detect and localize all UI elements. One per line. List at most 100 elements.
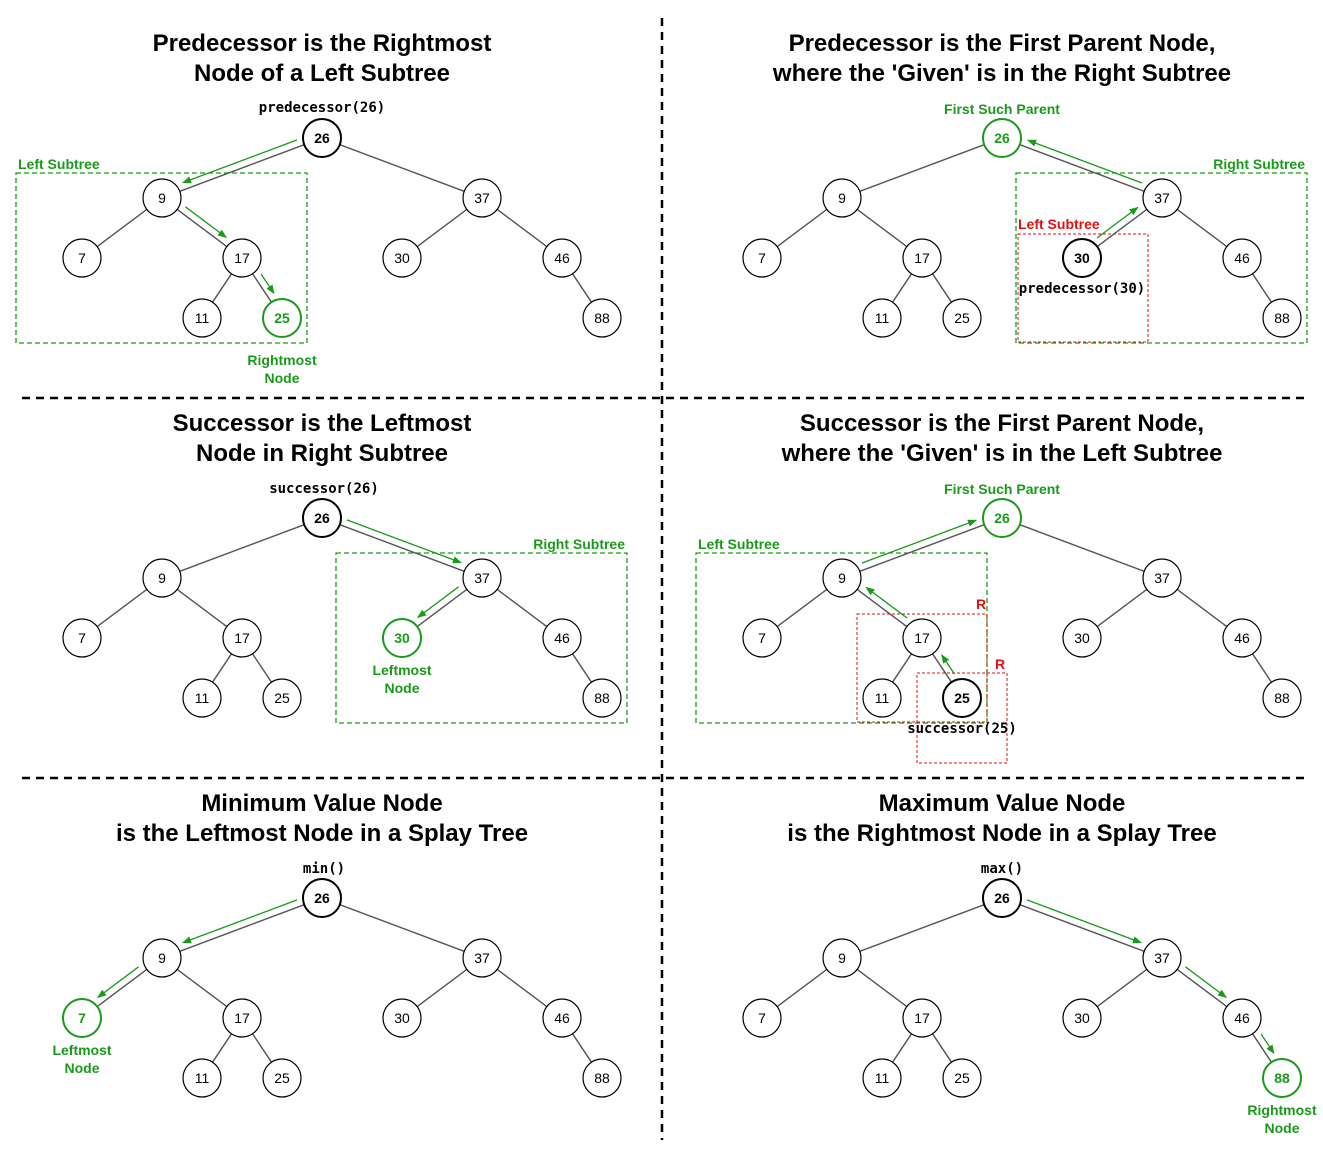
node-9: 9	[142, 938, 182, 978]
edge-26-37	[1019, 144, 1145, 192]
node-7: 7	[62, 998, 102, 1038]
node-value: 37	[1154, 950, 1170, 966]
node-25: 25	[942, 678, 982, 718]
edge-9-7	[776, 588, 828, 628]
node-25: 25	[262, 678, 302, 718]
node-30: 30	[382, 618, 422, 658]
leftmost-caption-line1: Leftmost	[372, 662, 431, 678]
path-arrow-37-30	[417, 586, 459, 618]
node-value: 25	[274, 1070, 290, 1086]
node-value: 88	[1274, 310, 1290, 326]
first-parent-caption: First Such Parent	[944, 481, 1060, 497]
right-subtree-box	[335, 552, 628, 724]
max-call-label: max()	[981, 861, 1023, 877]
node-value: 46	[1234, 250, 1250, 266]
node-circle	[1062, 238, 1102, 278]
title-line-1: Successor is the Leftmost	[172, 410, 472, 437]
edge-37-30	[416, 968, 468, 1008]
right-subtree-box-red-17	[856, 613, 988, 723]
node-11: 11	[862, 678, 902, 718]
node-circle	[1062, 618, 1102, 658]
node-circle	[262, 298, 302, 338]
node-circle	[902, 998, 942, 1038]
leftmost-caption-line2: Node	[385, 680, 420, 696]
edge-26-37	[339, 904, 465, 952]
node-37: 37	[1142, 938, 1182, 978]
edge-37-46	[496, 208, 548, 248]
node-value: 11	[195, 1070, 210, 1086]
title-line-2: where the 'Given' is in the Left Subtree	[781, 440, 1223, 467]
node-circle	[1222, 618, 1262, 658]
panel-title-predecessor-left-subtree: Predecessor is the Rightmost Node of a L…	[22, 29, 622, 89]
node-circle	[222, 618, 262, 658]
node-value: 37	[474, 570, 490, 586]
title-line-1: Minimum Value Node	[201, 790, 443, 817]
min-call-label: min()	[303, 861, 345, 877]
edge-46-88	[571, 653, 593, 683]
rightmost-caption-line2: Node	[1265, 1120, 1300, 1136]
node-value: 25	[954, 1070, 970, 1086]
node-value: 7	[78, 250, 86, 266]
node-value: 88	[1274, 1070, 1290, 1086]
predecessor-call-label: predecessor(26)	[259, 100, 385, 116]
node-circle	[1222, 238, 1262, 278]
edge-9-17	[856, 968, 908, 1008]
node-11: 11	[862, 1058, 902, 1098]
title-line-1: Maximum Value Node	[878, 790, 1126, 817]
node-26: 26	[302, 878, 342, 918]
edge-26-9	[859, 904, 985, 952]
node-value: 17	[234, 250, 250, 266]
node-value: 17	[914, 1010, 930, 1026]
edge-37-46	[1176, 208, 1228, 248]
node-11: 11	[182, 1058, 222, 1098]
edge-37-30	[1096, 968, 1148, 1008]
node-value: 46	[554, 250, 570, 266]
leftmost-caption-line2: Node	[65, 1060, 100, 1076]
node-circle	[382, 618, 422, 658]
path-arrow-25-17	[941, 654, 956, 675]
node-17: 17	[902, 998, 942, 1038]
path-arrow-26-9	[182, 139, 298, 184]
edge-37-30	[1096, 208, 1148, 248]
node-value: 17	[914, 630, 930, 646]
title-line-1: Predecessor is the First Parent Node,	[788, 30, 1216, 57]
edge-17-25	[251, 1033, 273, 1063]
node-value: 9	[838, 950, 846, 966]
panel-title-successor-first-parent: Successor is the First Parent Node, wher…	[702, 409, 1302, 469]
node-value: 46	[554, 630, 570, 646]
node-46: 46	[1222, 618, 1262, 658]
node-circle	[382, 998, 422, 1038]
node-circle	[582, 678, 622, 718]
node-7: 7	[742, 998, 782, 1038]
node-circle	[62, 238, 102, 278]
node-88: 88	[582, 1058, 622, 1098]
node-17: 17	[222, 618, 262, 658]
edge-9-17	[176, 588, 228, 628]
node-value: 26	[314, 130, 330, 146]
node-value: 26	[994, 510, 1010, 526]
node-25: 25	[262, 1058, 302, 1098]
node-26: 26	[982, 878, 1022, 918]
node-9: 9	[822, 558, 862, 598]
edge-46-88	[571, 273, 593, 303]
left-subtree-label: Left Subtree	[18, 156, 100, 172]
node-circle	[942, 298, 982, 338]
node-value: 17	[914, 250, 930, 266]
node-circle	[222, 998, 262, 1038]
node-circle	[182, 298, 222, 338]
node-circle	[222, 238, 262, 278]
node-7: 7	[742, 238, 782, 278]
edge-17-11	[891, 273, 913, 303]
node-value: 7	[758, 250, 766, 266]
node-value: 88	[594, 310, 610, 326]
right-subtree-box-red-25	[916, 672, 1008, 764]
node-88: 88	[1262, 298, 1302, 338]
edge-17-25	[931, 273, 953, 303]
node-circle	[302, 498, 342, 538]
node-value: 9	[158, 950, 166, 966]
node-circle	[862, 298, 902, 338]
